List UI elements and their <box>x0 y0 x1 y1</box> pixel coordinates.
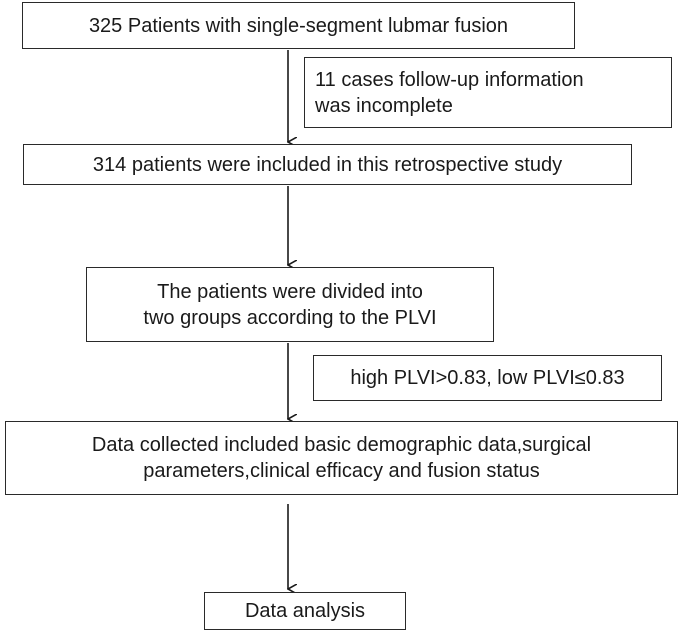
box-text-line: two groups according to the PLVI <box>143 306 437 329</box>
box-text-line: The patients were divided into <box>157 280 423 303</box>
box-text-line: Data collected included basic demographi… <box>91 434 592 456</box>
box-data-analysis: Data analysis <box>204 592 406 630</box>
box-divided-groups: The patients were divided into two group… <box>86 267 494 342</box>
box-text-line: 11 cases follow-up information <box>315 68 584 91</box>
box-text-line: 314 patients were included in this retro… <box>92 153 563 176</box>
box-plvi-threshold: high PLVI>0.83, low PLVI≤0.83 <box>313 355 662 401</box>
box-text-line: parameters,clinical efficacy and fusion … <box>143 460 540 482</box>
box-text-line: high PLVI>0.83, low PLVI≤0.83 <box>350 367 625 389</box>
box-incomplete-followup: 11 cases follow-up information was incom… <box>304 57 672 128</box>
box-included: 314 patients were included in this retro… <box>23 144 632 185</box>
box-text-line: 325 Patients with single-segment lubmar … <box>88 14 509 37</box>
box-text-line: Data analysis <box>244 600 366 622</box>
box-data-collected: Data collected included basic demographi… <box>5 421 678 495</box>
box-patients-fusion: 325 Patients with single-segment lubmar … <box>22 2 575 49</box>
box-text-line: was incomplete <box>315 94 453 117</box>
